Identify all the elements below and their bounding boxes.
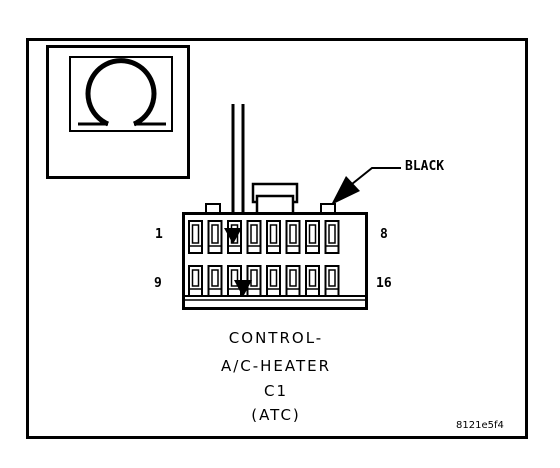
terminal-cavity [246,265,262,297]
terminal-cavity [227,265,242,297]
terminal-cavity [324,265,340,297]
pin-indicator-arrow-icon [234,280,252,297]
terminal-cavity [285,220,301,254]
pin-indicator-arrow-icon [224,228,242,244]
terminal-cavity [266,220,281,254]
callout-label-black: BLACK [405,159,445,174]
terminal-cavity [207,265,223,297]
pin-number-1: 1 [155,227,163,242]
connector-face-view-icon [46,45,190,179]
terminal-cavity [188,220,203,254]
pin-number-9: 9 [154,276,162,291]
pin-number-16: 16 [376,276,392,291]
terminal-cavity [305,220,320,254]
caption-line-3: C1 [263,382,289,400]
diagram-border [26,38,528,439]
terminal-cavity [207,220,223,254]
pin-number-8: 8 [380,227,388,242]
terminal-cavity [266,265,281,297]
color-callout-leader [331,167,401,205]
caption-line-1: CONTROL- [228,329,324,347]
terminal-cavity [305,265,320,297]
caption-line-2: A/C-HEATER [220,357,332,375]
caption-line-4: (ATC) [251,406,301,424]
terminal-cavity [324,220,340,254]
terminal-cavity [285,265,301,297]
terminal-cavity [188,265,203,297]
connector-latch [251,182,299,218]
terminal-cavity [246,220,262,254]
figure-code: 8121e5f4 [456,420,504,431]
